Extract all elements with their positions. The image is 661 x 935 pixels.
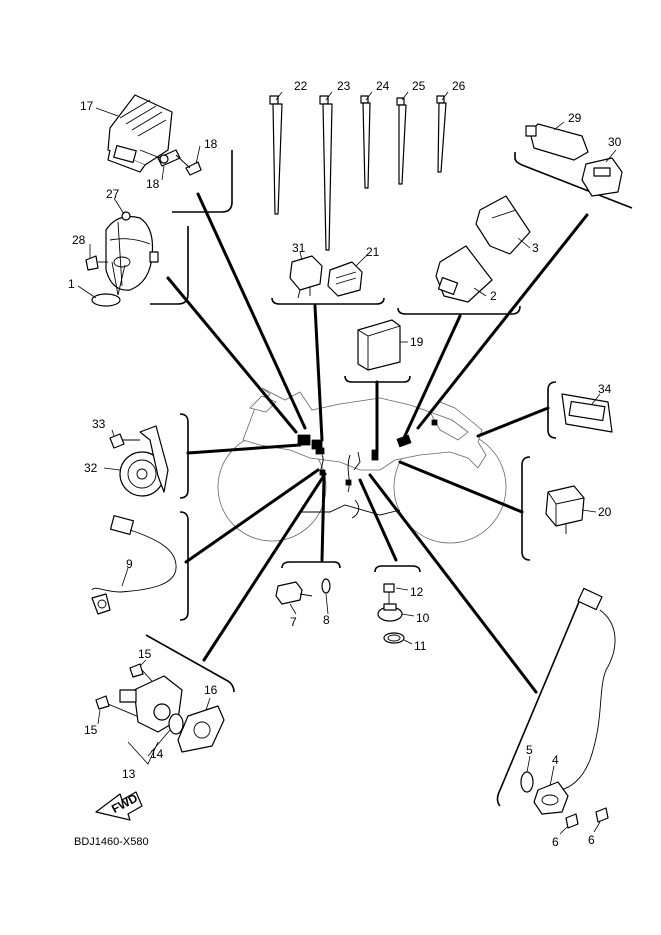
part-5-o-ring: [520, 771, 534, 793]
part-29-connector: [525, 123, 589, 161]
callout-3: 3: [532, 241, 539, 255]
callout-28: 28: [72, 233, 86, 247]
callout-6a: 6: [552, 835, 559, 849]
callout-4: 4: [552, 753, 559, 767]
diagram-code: BDJ1460-X580: [74, 836, 149, 848]
callout-11: 11: [414, 639, 427, 653]
callout-15a: 15: [138, 647, 152, 661]
part-14-o-ring: [168, 713, 184, 735]
part-33-bolt: [109, 433, 140, 449]
callout-25: 25: [412, 79, 426, 93]
part-28-screw: [85, 255, 108, 271]
callout-16: 16: [204, 683, 218, 697]
group-brackets: [145, 150, 633, 807]
part-6-bolts: [565, 807, 609, 829]
callout-17: 17: [80, 99, 94, 113]
motorcycle-silhouette: [217, 387, 507, 544]
callout-20: 20: [598, 505, 612, 519]
callout-1: 1: [68, 277, 75, 291]
part-21-relay: [327, 261, 363, 297]
callout-2: 2: [490, 289, 497, 303]
part-30-coupler: [581, 157, 623, 197]
callout-23: 23: [337, 79, 351, 93]
part-4-sensor-assembly: [533, 587, 616, 815]
part-20-relay: [545, 485, 585, 534]
leader-lines: [77, 91, 617, 835]
connector-lines: [166, 192, 589, 694]
part-32-horn: [119, 425, 169, 497]
callout-18b: 18: [146, 177, 160, 191]
callout-15b: 15: [84, 723, 98, 737]
part-34-bracket: [561, 393, 613, 433]
callout-18a: 18: [204, 137, 218, 151]
parts-22-26-cable-ties: [269, 95, 447, 251]
callout-9: 9: [126, 557, 133, 571]
callout-29: 29: [568, 111, 582, 125]
callout-19: 19: [410, 335, 424, 349]
callout-numbers: 22 23 24 25 26 17 18 18 27 28 1 31 21 29…: [68, 79, 622, 849]
callout-12: 12: [410, 585, 424, 599]
callout-13: 13: [122, 767, 136, 781]
callout-26: 26: [452, 79, 466, 93]
part-27-cover: [105, 211, 159, 291]
callout-10: 10: [416, 611, 430, 625]
part-7-switch: [275, 581, 313, 605]
callout-30: 30: [608, 135, 622, 149]
callout-8: 8: [323, 613, 330, 627]
callout-27: 27: [106, 187, 120, 201]
part-31-relay: [289, 255, 323, 299]
callout-22: 22: [294, 79, 308, 93]
callout-34: 34: [598, 382, 612, 396]
callout-32: 32: [84, 461, 98, 475]
part-16-gasket: [177, 705, 225, 753]
part-12-bolt: [383, 583, 395, 604]
part-17-rectifier-regulator: [107, 94, 173, 173]
callout-21: 21: [366, 245, 380, 259]
callout-7: 7: [290, 615, 297, 629]
callout-5: 5: [526, 743, 533, 757]
part-11-o-ring: [383, 632, 405, 644]
callout-24: 24: [376, 79, 390, 93]
part-18-bolt: [157, 149, 202, 176]
callout-31: 31: [292, 241, 306, 255]
part-8-washer: [321, 578, 331, 594]
part-10-sensor: [377, 603, 403, 622]
fwd-arrow-icon: FWD: [95, 791, 143, 821]
part-2-unit: [435, 245, 493, 303]
callout-6b: 6: [588, 833, 595, 847]
callout-33: 33: [92, 417, 106, 431]
part-3-cover: [475, 195, 531, 255]
part-1-clamp: [91, 256, 131, 307]
callout-14: 14: [150, 747, 164, 761]
part-9-sensor-lead: [91, 515, 177, 615]
part-19-relay: [357, 319, 401, 371]
